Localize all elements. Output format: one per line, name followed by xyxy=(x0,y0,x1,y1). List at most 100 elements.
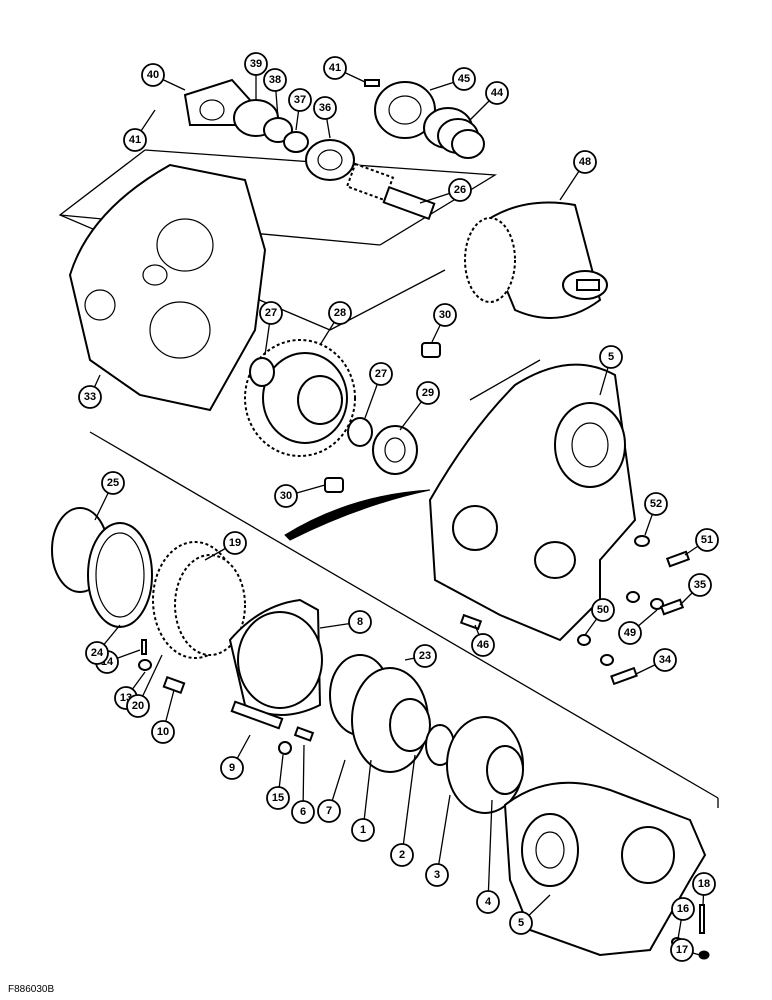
svg-text:41: 41 xyxy=(129,134,141,146)
callout-38: 38 xyxy=(263,68,287,92)
svg-text:28: 28 xyxy=(334,307,346,319)
callout-7: 7 xyxy=(317,799,341,823)
svg-text:1: 1 xyxy=(360,824,366,836)
callout-28: 28 xyxy=(328,301,352,325)
svg-text:4: 4 xyxy=(485,896,492,908)
callout-9: 9 xyxy=(220,756,244,780)
svg-text:20: 20 xyxy=(132,700,144,712)
svg-text:35: 35 xyxy=(694,579,706,591)
callout-35: 35 xyxy=(688,573,712,597)
left-housing xyxy=(68,163,267,412)
callout-45: 45 xyxy=(452,67,476,91)
svg-text:52: 52 xyxy=(650,498,662,510)
svg-text:49: 49 xyxy=(624,627,636,639)
svg-text:50: 50 xyxy=(597,604,609,616)
svg-text:48: 48 xyxy=(579,156,591,168)
svg-text:36: 36 xyxy=(319,102,331,114)
callout-17: 17 xyxy=(670,938,694,962)
callout-39: 39 xyxy=(244,52,268,76)
svg-text:33: 33 xyxy=(84,391,96,403)
callout-16: 16 xyxy=(671,897,695,921)
callout-27: 27 xyxy=(369,362,393,386)
callout-30: 30 xyxy=(274,484,298,508)
clutch-drum xyxy=(464,201,608,319)
svg-text:19: 19 xyxy=(229,537,241,549)
svg-text:45: 45 xyxy=(458,73,470,85)
svg-text:15: 15 xyxy=(272,792,284,804)
callout-leader-3 xyxy=(436,794,451,876)
svg-text:30: 30 xyxy=(439,309,451,321)
callout-leader-4 xyxy=(487,799,493,903)
callout-46: 46 xyxy=(471,633,495,657)
callout-51: 51 xyxy=(695,528,719,552)
svg-text:39: 39 xyxy=(250,58,262,70)
callout-25: 25 xyxy=(101,471,125,495)
callout-37: 37 xyxy=(288,88,312,112)
figure-code: F886030B xyxy=(8,984,55,995)
right-housing-lower xyxy=(503,781,710,960)
callout-3: 3 xyxy=(425,863,449,887)
svg-text:16: 16 xyxy=(677,903,689,915)
callout-leader-2 xyxy=(401,754,416,856)
svg-text:40: 40 xyxy=(147,69,159,81)
callout-34: 34 xyxy=(653,648,677,672)
svg-text:3: 3 xyxy=(434,869,440,881)
svg-text:2: 2 xyxy=(399,849,405,861)
callout-33: 33 xyxy=(78,385,102,409)
callout-30: 30 xyxy=(433,303,457,327)
svg-text:10: 10 xyxy=(157,726,169,738)
svg-text:34: 34 xyxy=(659,654,672,666)
callout-44: 44 xyxy=(485,81,509,105)
svg-text:24: 24 xyxy=(91,647,104,659)
top-shaft-assembly xyxy=(183,78,485,221)
svg-text:44: 44 xyxy=(491,87,504,99)
svg-text:5: 5 xyxy=(608,351,614,363)
svg-text:18: 18 xyxy=(698,878,710,890)
svg-text:29: 29 xyxy=(422,387,434,399)
svg-text:23: 23 xyxy=(419,650,431,662)
main-gear-group xyxy=(244,339,441,493)
callout-50: 50 xyxy=(591,598,615,622)
svg-text:27: 27 xyxy=(265,307,277,319)
callout-48: 48 xyxy=(573,150,597,174)
svg-text:27: 27 xyxy=(375,368,387,380)
svg-text:37: 37 xyxy=(294,94,306,106)
svg-text:7: 7 xyxy=(326,805,332,817)
svg-text:41: 41 xyxy=(329,62,341,74)
callout-6: 6 xyxy=(291,800,315,824)
callout-52: 52 xyxy=(644,492,668,516)
lower-clutch-assembly xyxy=(51,507,524,814)
svg-text:26: 26 xyxy=(454,184,466,196)
callout-18: 18 xyxy=(692,872,716,896)
svg-text:6: 6 xyxy=(300,806,306,818)
callout-41: 41 xyxy=(123,128,147,152)
callout-40: 40 xyxy=(141,63,165,87)
callout-19: 19 xyxy=(223,531,247,555)
callout-27: 27 xyxy=(259,301,283,325)
callout-23: 23 xyxy=(413,644,437,668)
callout-15: 15 xyxy=(266,786,290,810)
svg-text:9: 9 xyxy=(229,762,235,774)
callout-8: 8 xyxy=(348,610,372,634)
callout-1: 1 xyxy=(351,818,375,842)
callout-29: 29 xyxy=(416,381,440,405)
callout-26: 26 xyxy=(448,178,472,202)
svg-text:17: 17 xyxy=(676,944,688,956)
svg-text:25: 25 xyxy=(107,477,119,489)
callout-49: 49 xyxy=(618,621,642,645)
callout-4: 4 xyxy=(476,890,500,914)
callout-5: 5 xyxy=(599,345,623,369)
callout-10: 10 xyxy=(151,720,175,744)
callout-2: 2 xyxy=(390,843,414,867)
svg-text:46: 46 xyxy=(477,639,489,651)
svg-text:38: 38 xyxy=(269,74,281,86)
callout-36: 36 xyxy=(313,96,337,120)
callout-20: 20 xyxy=(126,694,150,718)
callout-24: 24 xyxy=(85,641,109,665)
svg-text:30: 30 xyxy=(280,490,292,502)
right-housing-upper xyxy=(284,363,637,642)
svg-text:5: 5 xyxy=(518,917,524,929)
svg-text:8: 8 xyxy=(357,616,363,628)
